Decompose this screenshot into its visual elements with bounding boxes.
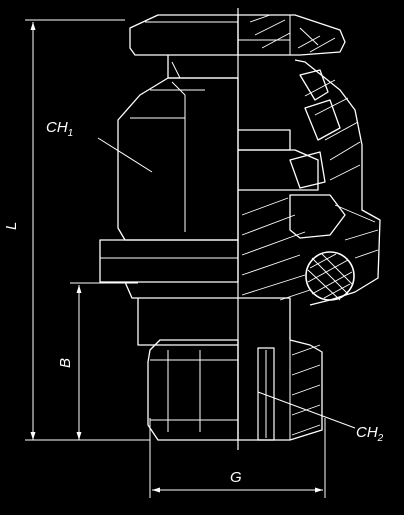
label-ch1-sub: 1	[68, 128, 74, 139]
dimension-b	[70, 282, 138, 440]
fitting-section-view	[238, 14, 381, 441]
label-ch2-sub: 2	[377, 433, 384, 444]
fitting-exterior-view	[99, 14, 239, 441]
dimension-g	[149, 418, 326, 498]
ch2-leader	[257, 391, 356, 429]
label-ch1: CH1	[46, 119, 73, 139]
label-ch1-main: CH	[46, 119, 68, 136]
label-b: B	[57, 358, 74, 368]
label-l: L	[3, 222, 20, 230]
label-ch2-main: CH	[356, 424, 378, 441]
dimension-l	[25, 19, 150, 441]
label-ch2: CH2	[356, 424, 384, 444]
ch1-leader	[97, 137, 153, 173]
section-hatching	[241, 14, 379, 436]
label-g: G	[230, 469, 242, 486]
